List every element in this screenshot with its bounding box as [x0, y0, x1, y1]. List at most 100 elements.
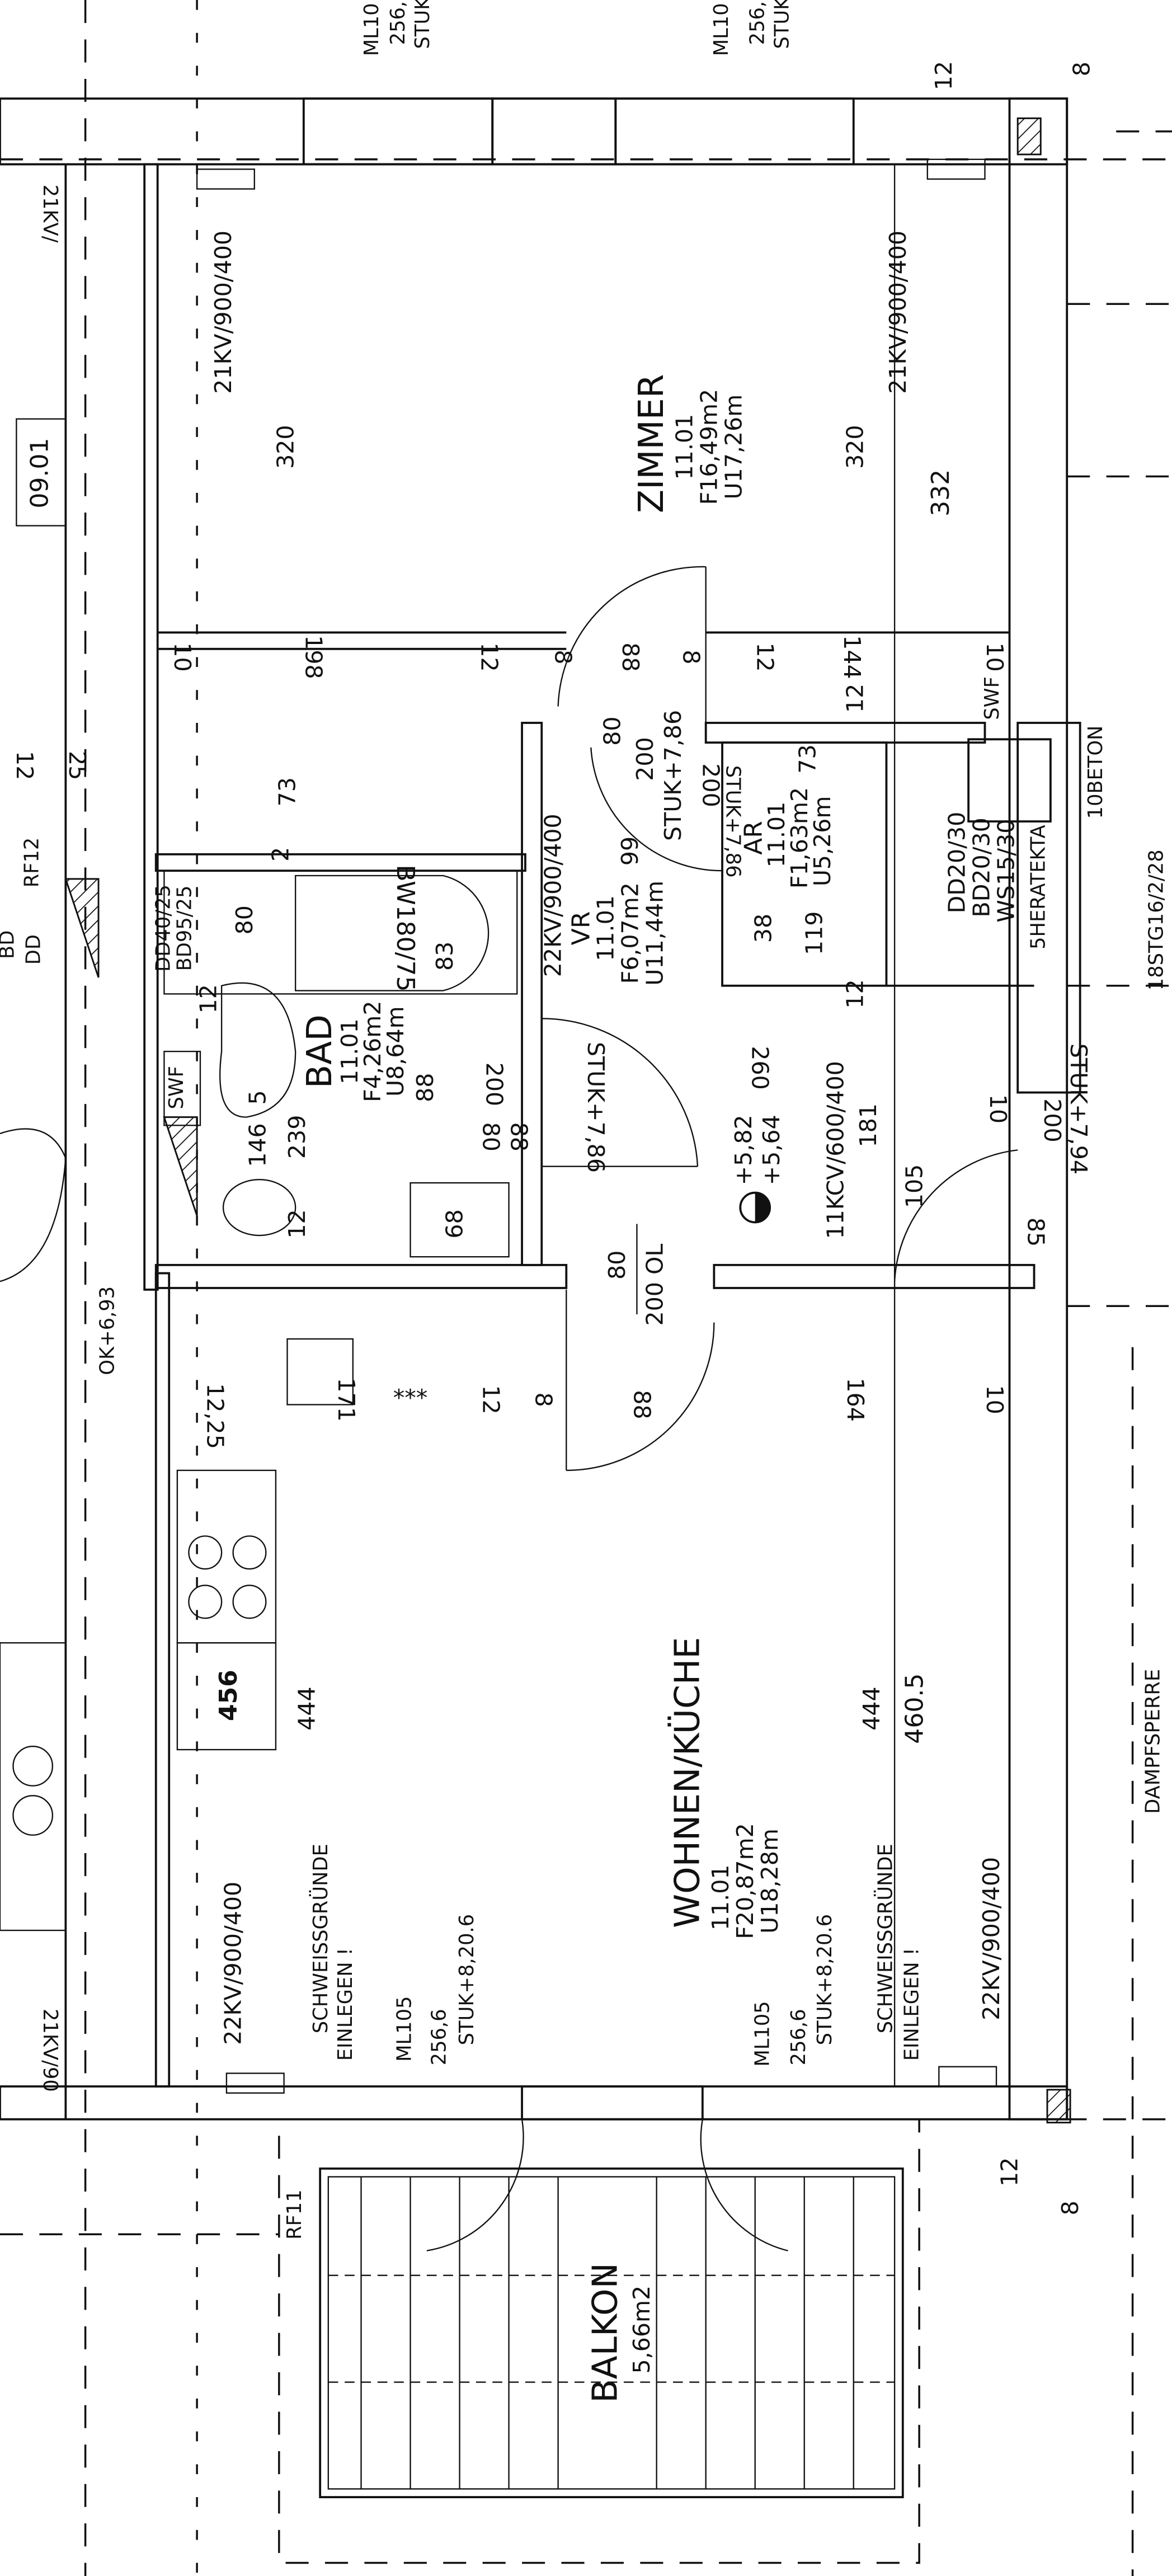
rf-label: RF12 — [21, 838, 44, 888]
material-label: 5HERATEKTA — [1027, 825, 1049, 949]
room-kueche: WOHNEN/KÜCHE 11.01 F20,87m2 U18,28m 456 … — [214, 1637, 1165, 2067]
door-height: 200 — [481, 1063, 507, 1106]
balcony — [278, 2118, 920, 2564]
window-label: 22KV/900/400 — [220, 1882, 247, 2045]
door-width: 80 — [477, 1122, 504, 1151]
duct-label: BD95/25 — [173, 886, 196, 971]
room-area: F4,26m2 — [359, 1001, 386, 1102]
dim-label: 320 — [272, 425, 299, 468]
height-label: 256, — [746, 1, 769, 45]
insert-note: EINLEGEN ! — [334, 1948, 357, 2061]
stuk-label: STUK+8,20.6 — [813, 1914, 836, 2045]
room-area: F6,07m2 — [617, 882, 644, 984]
room-area: 5,66m2 — [628, 2286, 655, 2374]
room-number: 11.01 — [592, 895, 619, 961]
level-label: OK+6,93 — [96, 1286, 119, 1375]
rf-label: RF11 — [283, 2189, 306, 2240]
level-label: +5,82 — [730, 1115, 757, 1185]
dim-label: 80 — [231, 905, 258, 934]
weld-note: SCHWEISSGRÜNDE — [309, 1844, 332, 2033]
height-label: 256,6 — [427, 2009, 450, 2065]
fixtures — [0, 158, 997, 2094]
door-width: 80 — [604, 1251, 630, 1280]
door-height: 200 — [698, 763, 724, 807]
room-number: 11.01 — [707, 1865, 734, 1931]
unit-number: 09.01 — [25, 438, 54, 509]
dim-label: 10 — [169, 642, 196, 671]
dim-label: 12 — [930, 61, 957, 90]
stuk-label: STUK — [771, 0, 794, 49]
stove — [176, 1469, 277, 1644]
room-perimeter: U5,26m — [809, 796, 836, 887]
dim-label: 8 — [1057, 2201, 1084, 2215]
mark-label: ML10 — [710, 3, 733, 56]
dim-label: 88 — [628, 1390, 655, 1419]
level-label: +5,64 — [758, 1115, 785, 1185]
room-name: VR — [567, 911, 596, 946]
door-88: 88 — [505, 1122, 532, 1151]
dimension-row-1: 10 198 12 8 88 8 12 144 10 — [169, 635, 1008, 679]
door-width: 85 — [1023, 1218, 1049, 1247]
room-perimeter: U8,64m — [382, 1006, 409, 1097]
dim-label: 320 — [842, 425, 869, 468]
door-stuk: STUK+7,94 — [1065, 1043, 1092, 1174]
window-label: 21KV/900/400 — [884, 231, 911, 394]
dim-label: 444 — [294, 1686, 321, 1730]
room-area: F1,63m2 — [786, 787, 813, 889]
walls — [0, 97, 1081, 2124]
bathtub — [163, 870, 518, 995]
insert-note: EINLEGEN ! — [900, 1948, 923, 2061]
dim-label: 164 — [842, 1378, 869, 1421]
door-stuk: STUK+7,86 — [722, 765, 745, 878]
room-area: F20,87m2 — [732, 1823, 759, 1939]
dim-label: 2 — [267, 847, 294, 862]
room-perimeter: U11,44m — [642, 881, 669, 986]
window-label: 22KV/900/400 — [540, 814, 567, 977]
height-label: 256, — [387, 1, 410, 45]
dim-label: 332 — [926, 469, 955, 516]
door-stuk: STUK+7,86 — [582, 1042, 609, 1173]
room-name: WOHNEN/KÜCHE — [667, 1637, 707, 1928]
dim-label: 8 — [549, 650, 576, 664]
room-number: 11.01 — [763, 802, 790, 868]
room-name: AR — [740, 821, 768, 855]
height-label: 256,6 — [787, 2009, 810, 2065]
room-perimeter: U18,28m — [756, 1828, 783, 1934]
dim-label: 12 — [477, 1385, 504, 1414]
door-kitchen-labels: 80 200 OL — [604, 1224, 669, 1325]
room-name: ZIMMER — [631, 374, 671, 513]
balcony-labels: BALKON 5,66m2 RF11 12 8 — [283, 2157, 1084, 2403]
dim-label: 12 — [751, 642, 778, 671]
duct-label: WS15/30 — [993, 819, 1020, 923]
dim-label: 73 — [794, 744, 821, 773]
dd-label: DD — [22, 934, 45, 965]
room-area: F16,49m2 — [696, 389, 723, 505]
duct-label: DD20/30 — [944, 812, 971, 914]
top-labels: ML10 256, STUK ML10 256, STUK 12 8 — [360, 0, 1095, 90]
room-zimmer: ZIMMER 11.01 F16,49m2 U17,26m 21KV/900/4… — [210, 231, 955, 516]
dim-label: 10 — [985, 1094, 1011, 1124]
dim-label: 83 — [431, 942, 458, 971]
stair-label: 18STG16/2/28 — [1145, 849, 1168, 990]
dim-label: 38 — [750, 914, 776, 943]
dim-label: 10 — [981, 642, 1008, 671]
doors — [542, 566, 1018, 1472]
dim-label: 260 — [747, 1046, 774, 1089]
window-label: 22KV/900/400 — [978, 1857, 1005, 2020]
neighbor-unit: 09.01 21KV/ 21KV/90 RF12 BD DD OK+6,93 1… — [0, 185, 119, 2092]
stuk-label: STUK+8,20.6 — [455, 1914, 478, 2045]
dim-label: 12 — [996, 2157, 1023, 2187]
dim-label: 8 — [530, 1393, 557, 1407]
bd-label: BD — [0, 930, 19, 959]
dim-label: 198 — [300, 635, 327, 679]
room-vr: 22KV/900/400 VR 11.01 F6,07m2 U11,44m 26… — [540, 814, 1011, 1239]
dim-label: 460.5 — [900, 1674, 929, 1744]
room-number: 11.01 — [336, 1018, 363, 1084]
material-label: 10BETON — [1084, 726, 1107, 819]
tub-label: BW180/75 — [391, 864, 420, 991]
dim-label: 5 — [244, 1090, 271, 1104]
vapor-barrier-label: DAMPFSPERRE — [1142, 1669, 1165, 1814]
dim-label: 12 — [11, 751, 38, 780]
dim-label: 12 — [842, 684, 869, 713]
dim-label: 12 — [284, 1209, 310, 1238]
